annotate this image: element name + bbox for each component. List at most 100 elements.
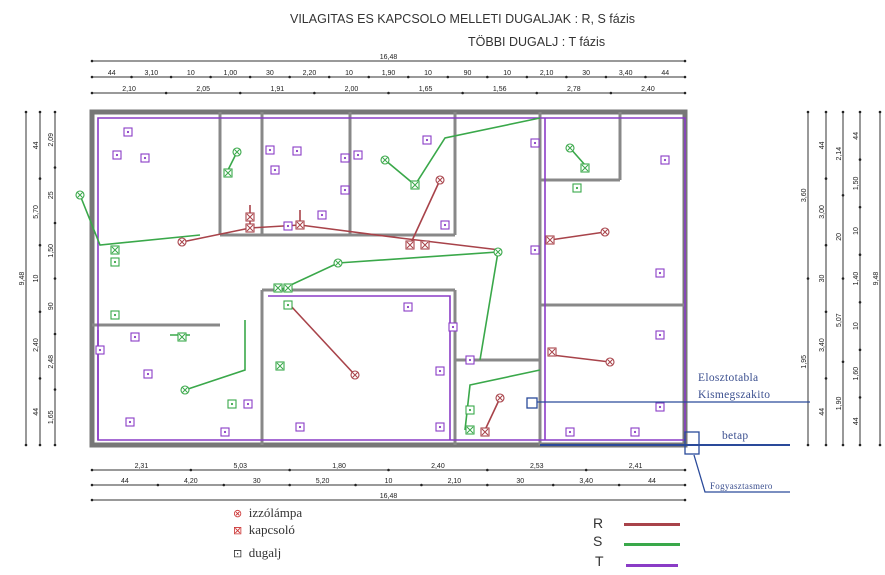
title-line-2: TÖBBI DUGALJ : T fázis xyxy=(468,35,606,49)
switch-icon xyxy=(110,245,120,255)
outlet-dot xyxy=(533,248,537,252)
dim-top-row1-label: 2,20 xyxy=(303,70,317,77)
switch-cross xyxy=(406,241,414,249)
dim-bottom-row2-label: 44 xyxy=(648,478,656,485)
dim-right-row2-label: 3,40 xyxy=(819,338,826,352)
outlet-dot xyxy=(128,420,132,424)
dim-right-total-label: 9,48 xyxy=(873,272,880,286)
dim-bottom-total-label: 16,48 xyxy=(380,493,398,500)
outlet-icon xyxy=(340,185,350,195)
outlet-dot xyxy=(406,305,410,309)
outlet-icon xyxy=(353,150,363,160)
dim-tick xyxy=(486,468,489,472)
lamp-cross xyxy=(77,192,83,198)
outlet-dot xyxy=(533,141,537,145)
dim-tick xyxy=(824,310,828,314)
switch-cross xyxy=(481,428,489,436)
outlet-icon xyxy=(110,310,120,320)
symbols xyxy=(75,127,670,437)
dim-right-row3-label: 20 xyxy=(836,233,843,241)
dim-left-row2-label: 90 xyxy=(48,302,55,310)
dim-tick xyxy=(609,91,613,95)
wire-r xyxy=(289,304,356,376)
outlet-dot xyxy=(575,186,579,190)
dim-tick xyxy=(806,277,810,280)
dim-right-row1-label: 1,95 xyxy=(801,355,808,369)
outlet-dot xyxy=(633,430,637,434)
wire-r xyxy=(181,224,501,251)
lamp-cross xyxy=(607,359,613,365)
dim-tick xyxy=(169,75,173,79)
dimension-lines: 16,4816,48443,10101,00302,20101,90109010… xyxy=(19,54,882,502)
dim-tick xyxy=(525,75,529,79)
dim-top-row1-label: 1,00 xyxy=(224,70,238,77)
outlet-icon xyxy=(125,417,135,427)
dim-tick xyxy=(367,75,371,79)
lamp-cross xyxy=(567,145,573,151)
outlet-dot xyxy=(468,358,472,362)
dim-tick xyxy=(53,166,57,169)
dim-top-row1-label: 30 xyxy=(582,70,590,77)
dim-tick xyxy=(617,483,621,487)
outlet-icon xyxy=(227,399,237,409)
outlet-icon xyxy=(243,399,253,409)
wire-r xyxy=(409,179,441,246)
dim-bottom-row2-label: 44 xyxy=(121,478,129,485)
outlet-dot xyxy=(113,260,117,264)
outlet-icon xyxy=(140,153,150,163)
outlet-icon xyxy=(283,300,293,310)
switch-icon xyxy=(545,235,555,245)
dim-top-row2-label: 1,56 xyxy=(493,86,507,93)
outlet-icon xyxy=(403,302,413,312)
dim-tick xyxy=(841,110,845,114)
dim-tick xyxy=(90,498,94,502)
switch-cross xyxy=(546,236,554,244)
dim-bottom-row2-label: 10 xyxy=(385,478,393,485)
outlet-icon xyxy=(123,127,133,137)
outlet-dot xyxy=(451,325,455,329)
dim-right-row2-label: 44 xyxy=(819,141,826,149)
outlet-dot xyxy=(663,158,667,162)
dim-bottom-row2-label: 30 xyxy=(516,478,524,485)
dim-left-row1-label: 5,70 xyxy=(33,205,40,219)
lamp-icon xyxy=(435,175,445,185)
outlet-dot xyxy=(343,156,347,160)
dim-tick xyxy=(189,468,193,472)
switch-cross xyxy=(411,181,419,189)
dim-tick xyxy=(806,443,810,447)
dim-tick xyxy=(486,483,489,487)
dim-tick xyxy=(824,177,828,180)
outlet-dot xyxy=(146,372,150,376)
switch-cross xyxy=(548,348,556,356)
outlet-icon xyxy=(270,165,280,175)
dim-tick xyxy=(683,468,687,472)
phase-r-line xyxy=(624,523,680,526)
dim-tick xyxy=(858,158,862,161)
dim-right-row2-label: 30 xyxy=(819,275,826,283)
switch-icon xyxy=(275,361,285,371)
outlet-icon xyxy=(265,145,275,155)
dim-bottom-row2-label: 4,20 xyxy=(184,478,198,485)
switch-icon xyxy=(480,427,490,437)
lamp-cross xyxy=(234,149,240,155)
dim-bottom-row2-label: 3,40 xyxy=(579,478,593,485)
dim-tick xyxy=(90,75,94,79)
distribution-box xyxy=(526,397,538,409)
label-feed: betap xyxy=(722,430,749,442)
switch-icon xyxy=(420,240,430,250)
dim-tick xyxy=(53,221,57,225)
lamp-icon xyxy=(232,147,242,157)
outlet-dot xyxy=(356,153,360,157)
dim-left-total-label: 9,48 xyxy=(19,272,26,286)
switch-cross xyxy=(466,426,474,434)
dim-top-total-label: 16,48 xyxy=(380,54,398,61)
dim-bottom-row1-label: 2,40 xyxy=(431,463,445,470)
switch-cross xyxy=(111,246,119,254)
outlet-dot xyxy=(568,430,572,434)
outlet-icon xyxy=(292,146,302,156)
dim-tick xyxy=(824,443,828,447)
dim-tick xyxy=(683,59,687,63)
outlet-icon xyxy=(572,183,582,193)
dim-tick xyxy=(238,91,242,95)
dim-tick xyxy=(878,443,882,447)
